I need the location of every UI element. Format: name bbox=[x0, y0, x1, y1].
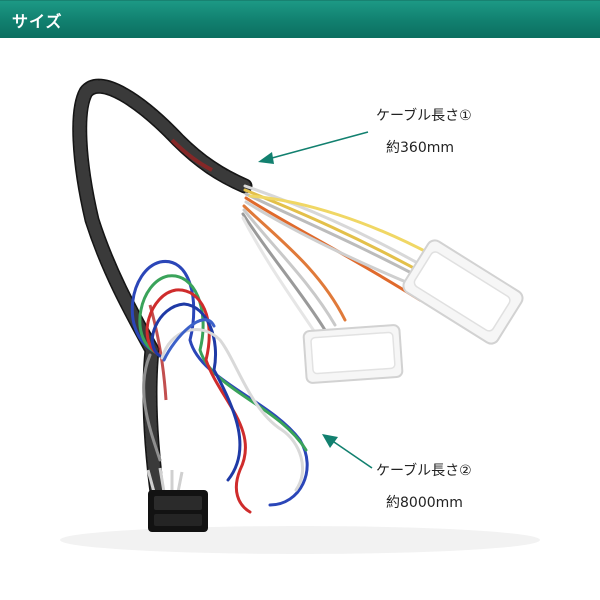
callout-arrow-1 bbox=[258, 131, 369, 164]
callout-2-name: ケーブル長さ② bbox=[376, 463, 472, 479]
callout-2-length: 約8000mm bbox=[386, 495, 463, 511]
callout-1-length: 約360mm bbox=[386, 140, 454, 156]
upper-wire-bundle bbox=[241, 184, 447, 336]
small-white-connector bbox=[302, 324, 404, 384]
page-title: サイズ bbox=[12, 12, 63, 31]
large-white-connector bbox=[402, 239, 524, 345]
lower-wire-loop bbox=[130, 260, 309, 514]
callout-arrow-2 bbox=[322, 434, 373, 469]
black-12pin-connector bbox=[146, 467, 208, 532]
product-photo bbox=[60, 78, 540, 554]
braided-sleeve bbox=[72, 78, 253, 508]
callout-1-name: ケーブル長さ① bbox=[376, 108, 472, 124]
title-bar: サイズ bbox=[0, 0, 600, 38]
